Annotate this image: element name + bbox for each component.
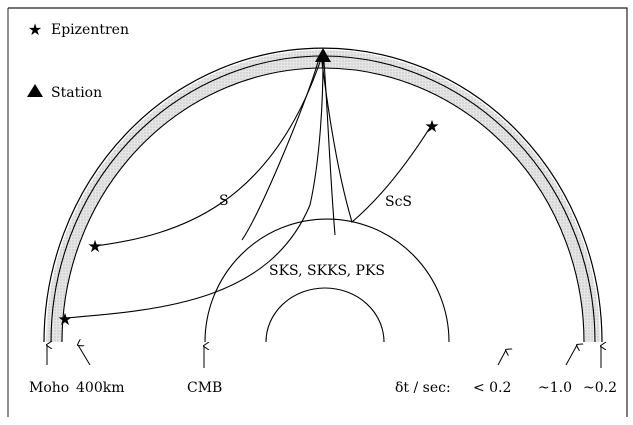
ray-sks-a: [64, 61, 324, 319]
ray-sks-b: [241, 61, 319, 241]
ray-label-scs: ScS: [385, 194, 412, 210]
label-dt-prefix: δt / sec:: [395, 380, 451, 396]
legend-triangle-icon: [27, 84, 43, 97]
discontinuity-400km-arc: [61, 67, 585, 343]
upper-mantle-shell: [46, 50, 600, 342]
legend-star-icon: ★: [28, 20, 42, 39]
figure-frame: [8, 7, 628, 417]
ray-label-s: S: [219, 193, 229, 209]
epicenter-star-icon: ★: [57, 310, 72, 330]
arrow-400km: [78, 345, 91, 366]
epicenter-star-icon: ★: [424, 117, 439, 137]
ray-scs: [321, 61, 432, 223]
label-dt-value-2: ~1.0: [538, 380, 572, 396]
arrow-dt-1: [497, 350, 506, 366]
legend-epicenter-label: Epizentren: [51, 22, 129, 38]
label-400km: 400km: [76, 380, 124, 396]
ray-sks-c: [323, 61, 336, 236]
label-dt-value-1: < 0.2: [473, 380, 511, 396]
ray-s: [94, 61, 321, 247]
label-dt-value-3: ~0.2: [583, 380, 617, 396]
inner-core-arc: [265, 287, 385, 343]
arrow-dt-2: [565, 345, 577, 366]
label-cmb: CMB: [187, 380, 222, 396]
ray-label-core: SKS, SKKS, PKS: [269, 263, 385, 279]
epicenter-star-icon: ★: [87, 237, 102, 257]
cmb-arc: [204, 218, 450, 343]
station-triangle-icon: [315, 48, 331, 62]
label-moho: Moho: [29, 380, 69, 396]
legend-station-label: Station: [51, 85, 102, 101]
moho-arc: [50, 55, 596, 343]
